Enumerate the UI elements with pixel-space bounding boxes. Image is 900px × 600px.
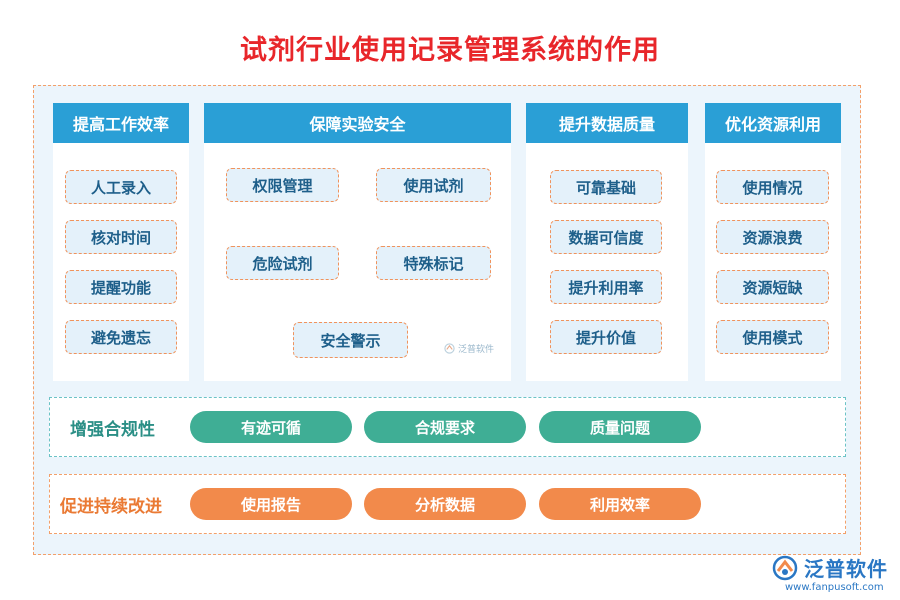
brand-url: www.fanpusoft.com: [785, 582, 884, 593]
band-item: 有迹可循: [190, 411, 352, 443]
item-box: 提升价值: [550, 320, 662, 354]
watermark-text: 泛普软件: [458, 345, 495, 355]
brand-name: 泛普软件: [804, 557, 888, 581]
band-item: 合规要求: [364, 411, 526, 443]
item-box: 提升利用率: [550, 270, 662, 304]
band-item: 分析数据: [364, 488, 526, 520]
brand-logo-icon: [772, 555, 798, 580]
band-label: 增强合规性: [70, 419, 155, 440]
band-item: 利用效率: [539, 488, 701, 520]
item-box: 使用情况: [716, 170, 829, 204]
band-label: 促进持续改进: [60, 496, 162, 517]
item-box: 人工录入: [65, 170, 177, 204]
item-box: 使用试剂: [376, 168, 491, 202]
page-title: 试剂行业使用记录管理系统的作用: [240, 35, 660, 66]
item-box: 核对时间: [65, 220, 177, 254]
item-box: 避免遗忘: [65, 320, 177, 354]
item-box: 数据可信度: [550, 220, 662, 254]
band-compliance: 增强合规性 有迹可循 合规要求 质量问题: [49, 397, 846, 457]
item-box: 安全警示: [293, 322, 408, 358]
watermark: 泛普软件: [444, 342, 494, 355]
item-box: 提醒功能: [65, 270, 177, 304]
column-data-quality: 提升数据质量 可靠基础 数据可信度 提升利用率 提升价值: [526, 103, 688, 381]
item-box: 资源短缺: [716, 270, 829, 304]
column-header: 提高工作效率: [53, 103, 189, 143]
band-item: 使用报告: [190, 488, 352, 520]
column-resources: 优化资源利用 使用情况 资源浪费 资源短缺 使用模式: [705, 103, 841, 381]
column-efficiency: 提高工作效率 人工录入 核对时间 提醒功能 避免遗忘: [53, 103, 189, 381]
item-box: 使用模式: [716, 320, 829, 354]
item-box: 可靠基础: [550, 170, 662, 204]
item-box: 危险试剂: [226, 246, 339, 280]
column-header: 保障实验安全: [204, 103, 511, 143]
item-box: 资源浪费: [716, 220, 829, 254]
brand-logo: 泛普软件: [772, 553, 888, 582]
column-safety: 保障实验安全 权限管理 使用试剂 危险试剂 特殊标记 安全警示: [204, 103, 511, 381]
watermark-logo-icon: [444, 343, 455, 354]
band-item: 质量问题: [539, 411, 701, 443]
column-header: 提升数据质量: [526, 103, 688, 143]
item-box: 特殊标记: [376, 246, 491, 280]
band-improvement: 促进持续改进 使用报告 分析数据 利用效率: [49, 474, 846, 534]
item-box: 权限管理: [226, 168, 339, 202]
column-header: 优化资源利用: [705, 103, 841, 143]
